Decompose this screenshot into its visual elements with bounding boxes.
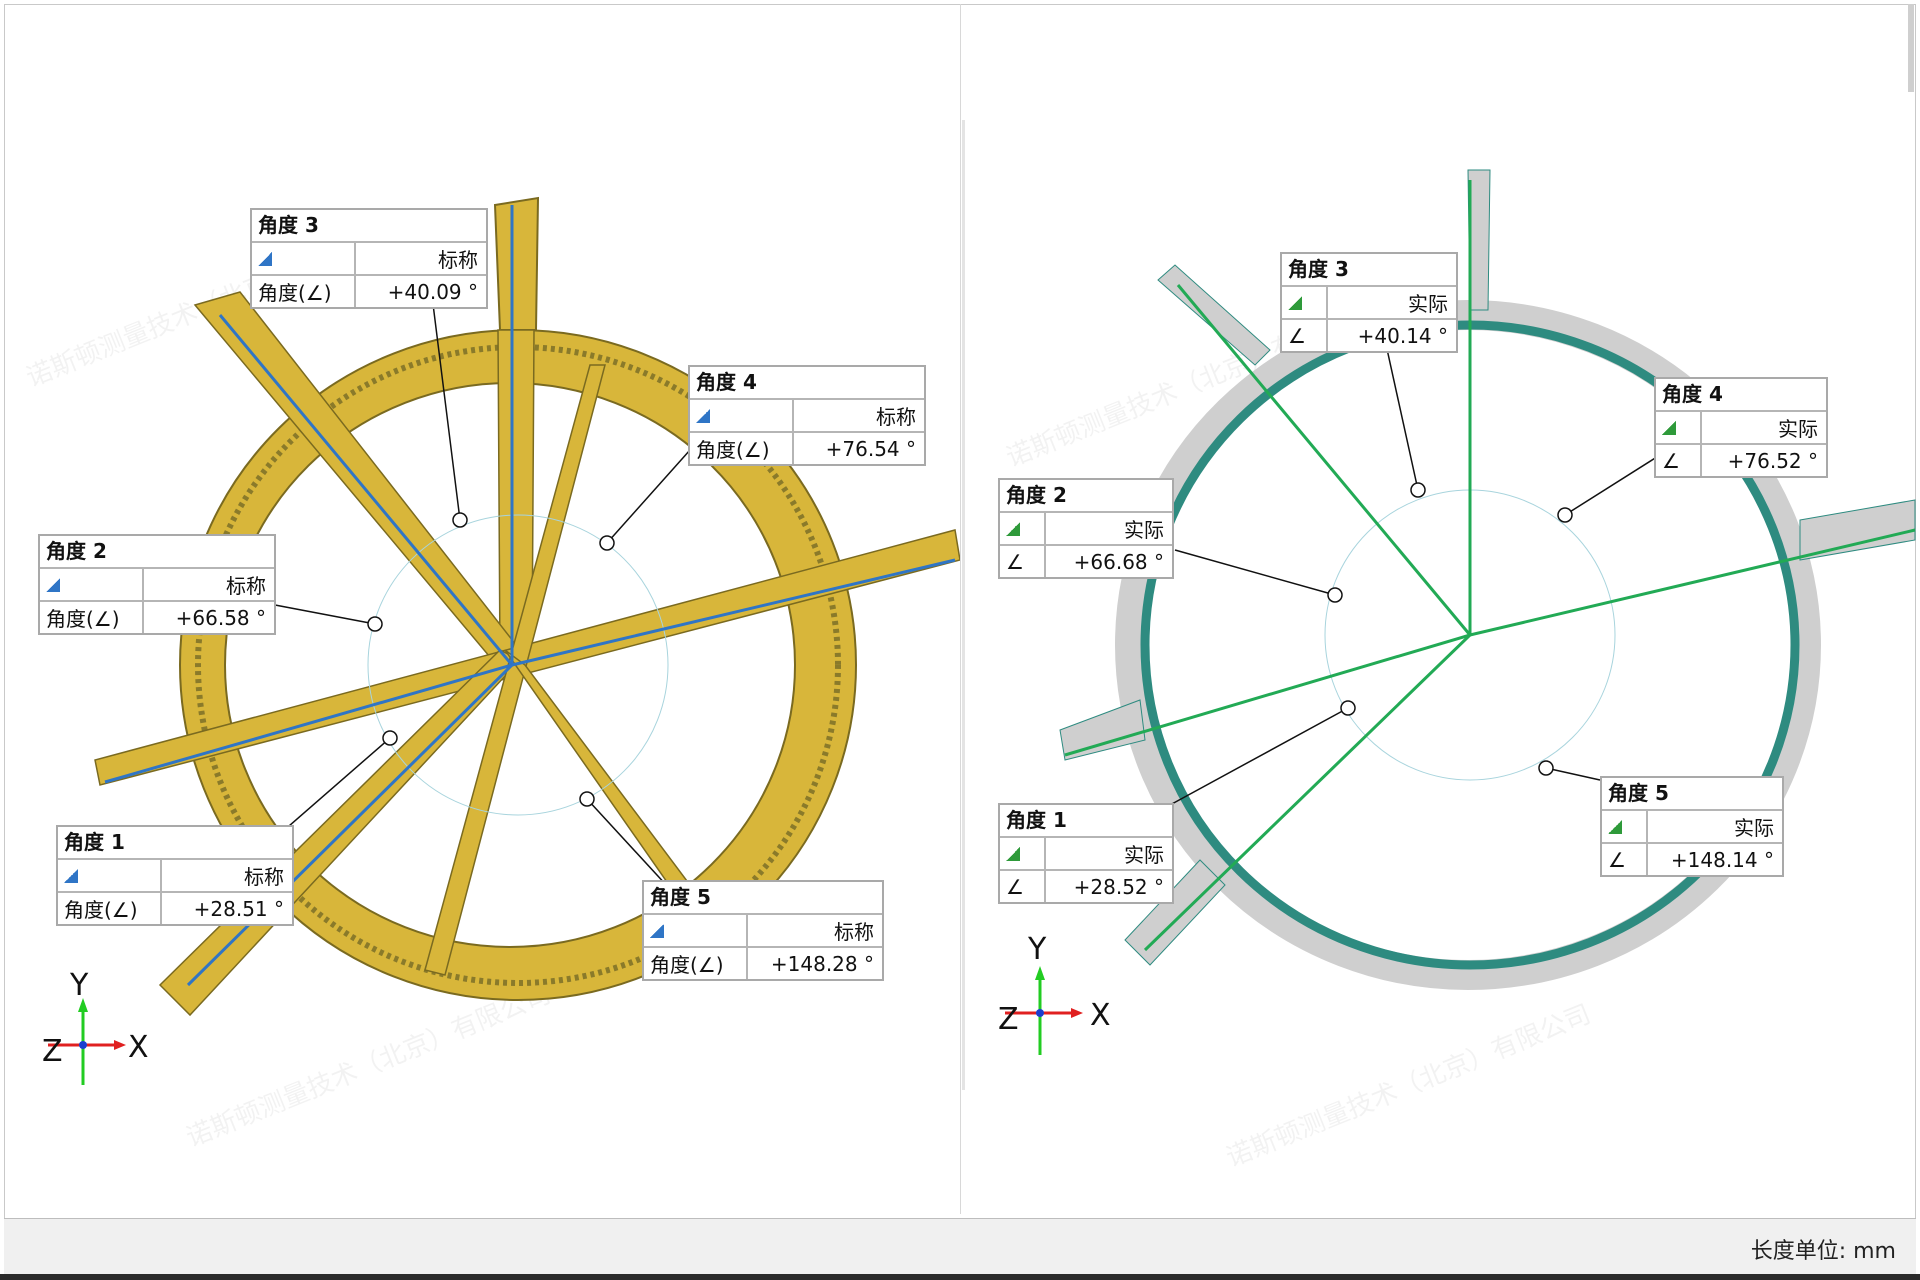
- angle-label-1-nominal[interactable]: 角度 1 标称 角度(∠) +28.51 °: [56, 825, 294, 926]
- mode-label: 标称: [244, 865, 284, 889]
- label-title: 角度 2: [46, 539, 107, 563]
- value-label: 角度(∠): [40, 602, 144, 633]
- angle-value: +40.14 °: [1357, 323, 1448, 348]
- mode-label: 实际: [1778, 417, 1818, 441]
- angle-icon: [46, 577, 60, 592]
- value-label: ∠: [1000, 871, 1046, 902]
- measurement-canvas[interactable]: [0, 0, 1920, 1215]
- view-divider: [960, 4, 961, 1214]
- angle-value: +76.54 °: [825, 436, 916, 461]
- angle-icon: [1006, 846, 1020, 861]
- label-title: 角度 5: [1608, 781, 1669, 805]
- angle-label-4-actual[interactable]: 角度 4 实际 ∠ +76.52 °: [1654, 377, 1828, 478]
- angle-value: +28.51 °: [193, 896, 284, 921]
- nominal-model: [94, 196, 961, 1017]
- value-label: 角度(∠): [252, 276, 356, 307]
- value-label: ∠: [1602, 844, 1648, 875]
- value-label: 角度(∠): [644, 948, 748, 979]
- status-bar: 长度单位: mm: [4, 1218, 1916, 1274]
- axis-triad-left: [48, 998, 126, 1085]
- angle-label-2-actual[interactable]: 角度 2 实际 ∠ +66.68 °: [998, 478, 1174, 579]
- mode-label: 实际: [1408, 292, 1448, 316]
- angle-label-1-actual[interactable]: 角度 1 实际 ∠ +28.52 °: [998, 803, 1174, 904]
- mode-label: 标称: [226, 574, 266, 598]
- angle-icon: [1288, 295, 1302, 310]
- y-axis-label: Y: [1028, 932, 1047, 967]
- angle-value: +28.52 °: [1073, 874, 1164, 899]
- angle-icon: [696, 408, 710, 423]
- angle-value: +66.68 °: [1073, 549, 1164, 574]
- angle-label-4-nominal[interactable]: 角度 4 标称 角度(∠) +76.54 °: [688, 365, 926, 466]
- scan-model: [1059, 169, 1916, 990]
- angle-icon: [1006, 521, 1020, 536]
- x-axis-label: X: [128, 1030, 149, 1065]
- view-splitter[interactable]: [962, 120, 965, 1090]
- angle-label-3-nominal[interactable]: 角度 3 标称 角度(∠) +40.09 °: [250, 208, 488, 309]
- angle-value: +40.09 °: [387, 279, 478, 304]
- label-title: 角度 4: [1662, 382, 1723, 406]
- value-label: 角度(∠): [690, 433, 794, 464]
- angle-label-2-nominal[interactable]: 角度 2 标称 角度(∠) +66.58 °: [38, 534, 276, 635]
- label-title: 角度 3: [258, 213, 319, 237]
- angle-label-5-actual[interactable]: 角度 5 实际 ∠ +148.14 °: [1600, 776, 1784, 877]
- angle-value: +76.52 °: [1727, 448, 1818, 473]
- value-label: ∠: [1000, 546, 1046, 577]
- mode-label: 实际: [1124, 843, 1164, 867]
- label-title: 角度 1: [64, 830, 125, 854]
- angle-label-5-nominal[interactable]: 角度 5 标称 角度(∠) +148.28 °: [642, 880, 884, 981]
- label-title: 角度 2: [1006, 483, 1067, 507]
- mode-label: 标称: [438, 248, 478, 272]
- scrollbar[interactable]: [1908, 4, 1914, 92]
- z-axis-label: Z: [998, 1002, 1019, 1037]
- label-title: 角度 3: [1288, 257, 1349, 281]
- angle-icon: [1662, 420, 1676, 435]
- bottom-edge: [0, 1274, 1920, 1280]
- angle-icon: [1608, 819, 1622, 834]
- label-title: 角度 4: [696, 370, 757, 394]
- angle-label-3-actual[interactable]: 角度 3 实际 ∠ +40.14 °: [1280, 252, 1458, 353]
- length-unit-label: 长度单位: mm: [1750, 1239, 1896, 1264]
- mode-label: 实际: [1734, 816, 1774, 840]
- label-title: 角度 5: [650, 885, 711, 909]
- angle-value: +148.14 °: [1670, 847, 1774, 872]
- angle-icon: [64, 868, 78, 883]
- mode-label: 实际: [1124, 518, 1164, 542]
- value-label: ∠: [1656, 445, 1702, 476]
- x-axis-label: X: [1090, 998, 1111, 1033]
- angle-icon: [258, 251, 272, 266]
- angle-value: +148.28 °: [770, 951, 874, 976]
- value-label: ∠: [1282, 320, 1328, 351]
- label-title: 角度 1: [1006, 808, 1067, 832]
- mode-label: 标称: [834, 920, 874, 944]
- mode-label: 标称: [876, 405, 916, 429]
- axis-triad-right: [1005, 966, 1083, 1055]
- angle-icon: [650, 923, 664, 938]
- value-label: 角度(∠): [58, 893, 162, 924]
- z-axis-label: Z: [42, 1034, 63, 1069]
- angle-value: +66.58 °: [175, 605, 266, 630]
- y-axis-label: Y: [70, 968, 89, 1003]
